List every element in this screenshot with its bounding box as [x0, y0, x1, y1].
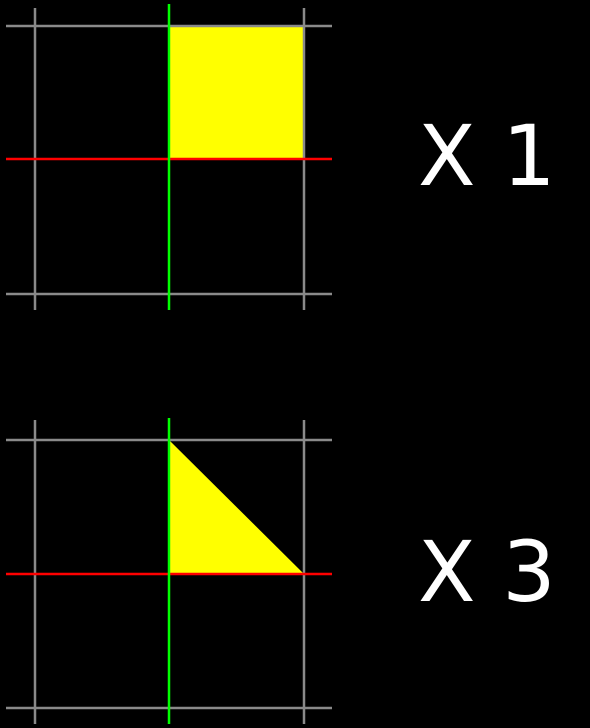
filled-square: [168, 26, 304, 159]
filled-triangle: [169, 440, 304, 574]
panel-top: [6, 4, 332, 310]
multiplier-label-top: X 1: [418, 107, 556, 205]
panel-bottom: [6, 418, 332, 724]
multiplier-label-bottom: X 3: [418, 523, 556, 621]
